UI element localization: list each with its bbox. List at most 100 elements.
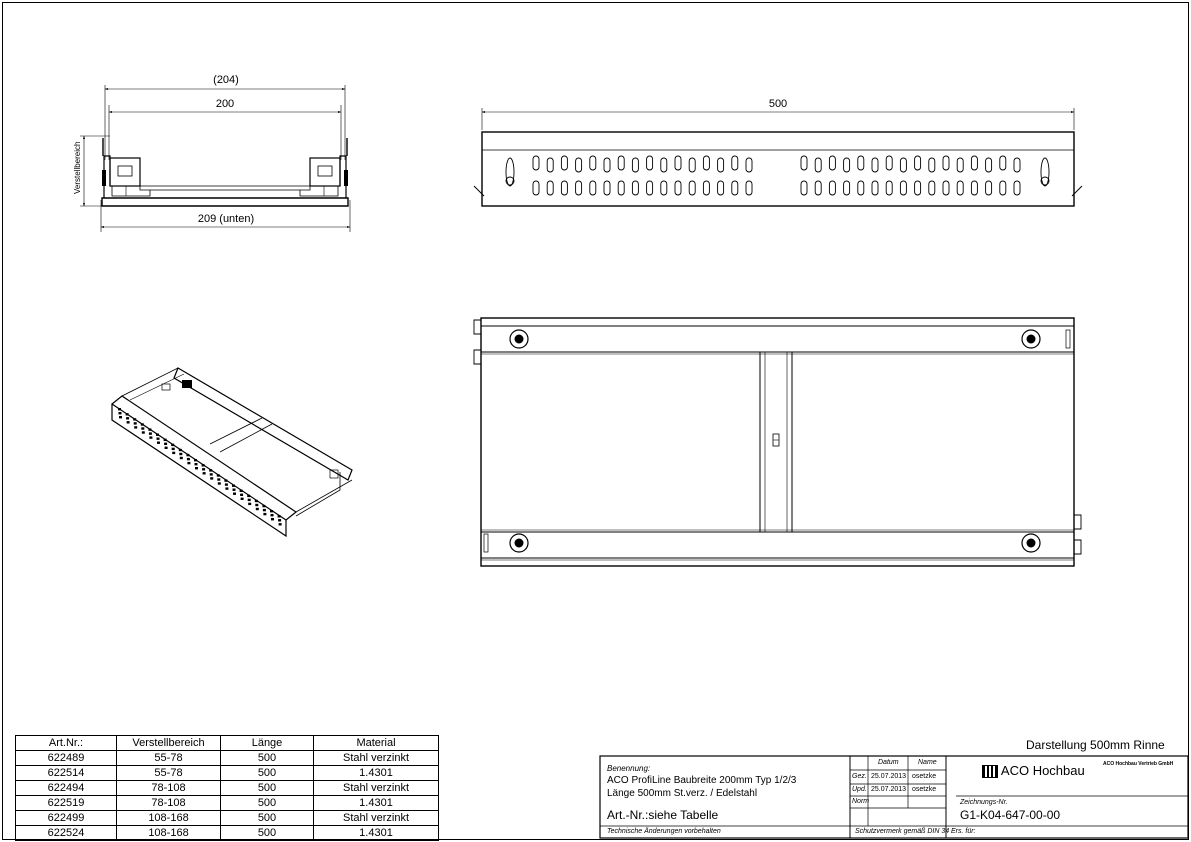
iso-perforation: [126, 421, 130, 424]
perforation-slot: [970, 155, 978, 171]
benennung-label: Benennung:: [607, 764, 651, 773]
perforation-slot: [745, 157, 753, 173]
iso-perforation: [255, 503, 259, 507]
perforation-slot: [843, 157, 851, 173]
iso-perforation: [187, 461, 191, 465]
replaces-label: Ers. für:: [951, 828, 976, 835]
iso-perforation: [202, 468, 206, 471]
iso-perforation: [125, 413, 129, 416]
iso-perforation: [262, 508, 266, 512]
perforation-slot: [617, 180, 625, 196]
perforation-slot: [560, 180, 568, 196]
perforation-slot: [688, 180, 696, 196]
isometric-view: [110, 367, 353, 538]
perforation-slot: [546, 157, 554, 173]
side-view: [473, 108, 1083, 207]
iso-perforation: [186, 457, 190, 461]
perforation-slot: [560, 155, 568, 171]
iso-perforation: [263, 512, 267, 516]
iso-perforation: [277, 515, 281, 518]
table-cell: Stahl verzinkt: [313, 810, 439, 826]
schutzvermerk: Schutzvermerk gemäß DIN 34: [855, 828, 950, 835]
perforation-slot: [814, 157, 822, 173]
iso-perforation: [247, 498, 251, 502]
iso-perforation: [119, 416, 122, 419]
article-table: Art.Nr.: Verstellbereich Länge Material …: [15, 735, 439, 841]
perforation-slot: [956, 157, 964, 173]
perforation-slot: [914, 155, 922, 171]
table-cell: 55-78: [116, 765, 221, 781]
iso-perforation: [224, 483, 228, 486]
iso-perforation: [133, 418, 137, 421]
table-cell: 108-168: [116, 825, 221, 841]
col-datum: Datum: [878, 759, 899, 766]
iso-perforation: [118, 412, 122, 415]
iso-perforation: [216, 474, 220, 477]
perforation-slot: [589, 180, 597, 196]
table-cell: 1.4301: [313, 765, 439, 781]
iso-perforation: [179, 452, 183, 456]
iso-perforation: [210, 477, 214, 480]
iso-perforation: [163, 438, 167, 441]
table-cell: 500: [220, 810, 314, 826]
article-number-ref: Art.-Nr.:siehe Tabelle: [607, 808, 719, 822]
iso-perforation: [171, 447, 175, 451]
iso-perforation: [270, 510, 273, 513]
upd-date: 25.07.2013: [871, 786, 907, 793]
iso-perforation: [148, 428, 152, 431]
table-cell: 500: [220, 825, 314, 841]
iso-perforation: [195, 467, 198, 470]
perforation-slot: [985, 180, 993, 196]
perforation-slot: [660, 157, 668, 173]
perforation-slot: [575, 157, 583, 173]
footer-disclaimer: Technische Änderungen vorbehalten: [607, 828, 721, 835]
perforation-slot: [928, 157, 936, 173]
perforation-slot: [745, 180, 753, 196]
iso-perforation: [201, 464, 205, 467]
table-cell: 1.4301: [313, 825, 439, 841]
iso-perforation: [141, 427, 145, 430]
table-header-row: Art.Nr.: Verstellbereich Länge Material: [15, 735, 439, 751]
iso-perforation: [278, 519, 282, 522]
perforation-slot: [603, 157, 611, 173]
iso-perforation: [240, 493, 244, 496]
company-logo: ACO Hochbau: [982, 763, 1085, 779]
perforation-slot: [800, 155, 808, 171]
perforation-slot: [603, 180, 611, 196]
perforation-slot: [674, 180, 682, 196]
logo-icon: [982, 765, 998, 779]
perforation-slot: [646, 180, 654, 196]
iso-perforation: [278, 523, 282, 526]
iso-perforation: [171, 443, 175, 447]
table-cell: 500: [220, 765, 314, 781]
table-cell: 78-108: [116, 780, 221, 796]
upd-name: osetzke: [912, 786, 937, 793]
perforation-slot: [942, 180, 950, 196]
perforation-slot: [688, 157, 696, 173]
perforation-slot: [970, 180, 978, 196]
iso-perforation: [172, 451, 176, 455]
iso-perforation: [225, 487, 229, 490]
perforation-slot: [828, 155, 836, 171]
iso-perforation: [209, 469, 213, 472]
perforation-slot: [985, 157, 993, 173]
drawing-number: G1-K04-647-00-00: [960, 808, 1061, 822]
perforation-slot: [1013, 180, 1021, 196]
perforation-slot: [646, 155, 654, 171]
perforation-slot: [631, 157, 639, 173]
table-header: Material: [313, 735, 439, 751]
iso-perforation: [224, 479, 228, 482]
perforation-slot: [717, 180, 725, 196]
table-cell: Stahl verzinkt: [313, 780, 439, 796]
perforation-slot: [857, 155, 865, 171]
perforation-slot: [871, 157, 879, 173]
perforation-slot: [660, 180, 668, 196]
perforation-slot: [914, 180, 922, 196]
sheet-caption: Darstellung 500mm Rinne: [1026, 738, 1165, 752]
